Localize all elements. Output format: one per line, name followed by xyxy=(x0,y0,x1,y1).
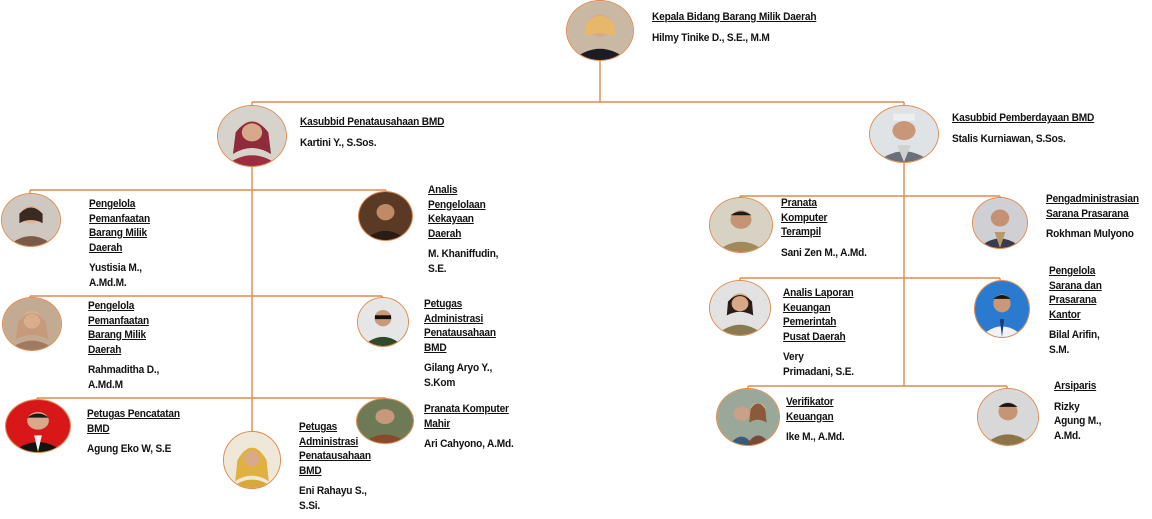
pengelola-sarana-photo xyxy=(974,280,1030,338)
petugas-adm-2-photo xyxy=(223,431,281,489)
node-name: Yustisia M., A.Md.M. xyxy=(89,262,142,289)
node-petugas-adm-1: Petugas Administrasi Penatausahaan BMD G… xyxy=(424,297,534,390)
pengadministrasian-photo xyxy=(972,197,1028,249)
node-name: Stalis Kurniawan, S.Sos. xyxy=(952,132,1066,145)
node-pranata-terampil: Pranata Komputer Terampil Sani Zen M., A… xyxy=(781,196,891,260)
person-icon xyxy=(2,194,60,246)
petugas-pencatatan-photo xyxy=(5,399,71,453)
node-name: Kartini Y., S.Sos. xyxy=(300,136,377,149)
node-petugas-adm-2: Petugas Administrasi Penatausahaan BMD E… xyxy=(299,420,409,513)
person-icon xyxy=(6,400,70,452)
pengelola-2-photo xyxy=(2,297,62,351)
node-name: Sani Zen M., A.Md. xyxy=(781,246,867,259)
node-role: Kasubbid Pemberdayaan BMD xyxy=(952,112,1095,124)
person-icon xyxy=(710,198,772,252)
node-pengadministrasian: Pengadministrasian Sarana Prasarana Rokh… xyxy=(1046,192,1150,242)
node-role: Pranata Komputer Mahir xyxy=(424,403,509,430)
node-role: Pengelola Pemanfaatan Barang Milik Daera… xyxy=(89,198,150,254)
node-name: Gilang Aryo Y., S.Kom xyxy=(424,362,493,389)
node-role: Pengelola Sarana dan Prasarana Kantor xyxy=(1049,265,1102,321)
pranata-mahir-photo xyxy=(356,398,414,444)
node-petugas-pencatatan: Petugas Pencatatan BMD Agung Eko W, S.E xyxy=(87,407,207,457)
node-name: Hilmy Tinike D., S.E., M.M xyxy=(652,31,770,44)
node-role: Petugas Pencatatan BMD xyxy=(87,408,180,435)
pengelola-1-photo xyxy=(1,193,61,247)
person-icon xyxy=(870,106,938,162)
person-icon xyxy=(710,281,770,335)
analis-laporan-photo xyxy=(709,280,771,336)
pranata-terampil-photo xyxy=(709,197,773,253)
person-icon xyxy=(224,432,280,488)
node-name: Ike M., A.Md. xyxy=(786,431,845,443)
node-name: Eni Rahayu S., S.Si. xyxy=(299,485,367,512)
node-role: Kasubbid Penatausahaan BMD xyxy=(300,116,445,128)
node-name: Rizky Agung M., A.Md. xyxy=(1054,400,1102,442)
kasubbid-penatausahaan-photo xyxy=(217,105,287,167)
kasubbid-pemberdayaan-photo xyxy=(869,105,939,163)
node-name: Very Primadani, S.E. xyxy=(783,351,854,378)
person-icon xyxy=(717,389,779,445)
node-role: Kepala Bidang Barang Milik Daerah xyxy=(652,11,817,23)
node-role: Petugas Administrasi Penatausahaan BMD xyxy=(299,421,371,477)
node-role: Analis Pengelolaan Kekayaan Daerah xyxy=(428,184,486,240)
person-icon xyxy=(978,389,1038,445)
node-analis-laporan: Analis Laporan Keuangan Pemerintah Pusat… xyxy=(783,286,893,379)
node-arsiparis: Arsiparis Rizky Agung M., A.Md. xyxy=(1054,379,1144,443)
person-icon xyxy=(3,298,61,350)
node-kasubbid-penatausahaan: Kasubbid Penatausahaan BMD Kartini Y., S… xyxy=(300,115,470,150)
node-name: Rahmaditha D., A.Md.M xyxy=(88,364,160,391)
node-name: Agung Eko W, S.E xyxy=(87,443,172,455)
node-role: Pengadministrasian Sarana Prasarana xyxy=(1046,193,1139,220)
person-icon xyxy=(567,1,633,60)
node-role: Verifikator Keuangan xyxy=(786,396,834,423)
person-icon xyxy=(357,399,413,443)
petugas-adm-1-photo xyxy=(357,297,409,347)
node-role: Pengelola Pemanfaatan Barang Milik Daera… xyxy=(88,300,149,356)
node-role: Arsiparis xyxy=(1054,380,1097,392)
node-name: Ari Cahyono, A.Md. xyxy=(424,438,514,450)
node-analis-pengelolaan: Analis Pengelolaan Kekayaan Daerah M. Kh… xyxy=(428,183,528,276)
arsiparis-photo xyxy=(977,388,1039,446)
verifikator-photo xyxy=(716,388,780,446)
node-pengelola-2: Pengelola Pemanfaatan Barang Milik Daera… xyxy=(88,299,188,392)
node-name: Rokhman Mulyono xyxy=(1046,228,1134,240)
head-photo xyxy=(566,0,634,61)
person-icon xyxy=(358,298,408,346)
node-head: Kepala Bidang Barang Milik Daerah Hilmy … xyxy=(652,10,852,45)
node-name: M. Khaniffudin, S.E. xyxy=(428,248,499,275)
node-verifikator: Verifikator Keuangan Ike M., A.Md. xyxy=(786,395,886,445)
node-role: Pranata Komputer Terampil xyxy=(781,197,828,238)
person-icon xyxy=(218,106,286,166)
node-role: Analis Laporan Keuangan Pemerintah Pusat… xyxy=(783,287,854,343)
analis-pengelolaan-photo xyxy=(358,191,413,241)
person-icon xyxy=(359,192,412,240)
node-name: Bilal Arifin, S.M. xyxy=(1049,329,1100,356)
person-icon xyxy=(973,198,1027,248)
node-pengelola-sarana: Pengelola Sarana dan Prasarana Kantor Bi… xyxy=(1049,264,1149,357)
node-kasubbid-pemberdayaan: Kasubbid Pemberdayaan BMD Stalis Kurniaw… xyxy=(952,111,1122,146)
node-pengelola-1: Pengelola Pemanfaatan Barang Milik Daera… xyxy=(89,197,189,290)
node-role: Petugas Administrasi Penatausahaan BMD xyxy=(424,298,496,354)
person-icon xyxy=(975,281,1029,337)
node-pranata-mahir: Pranata Komputer Mahir Ari Cahyono, A.Md… xyxy=(424,402,544,452)
